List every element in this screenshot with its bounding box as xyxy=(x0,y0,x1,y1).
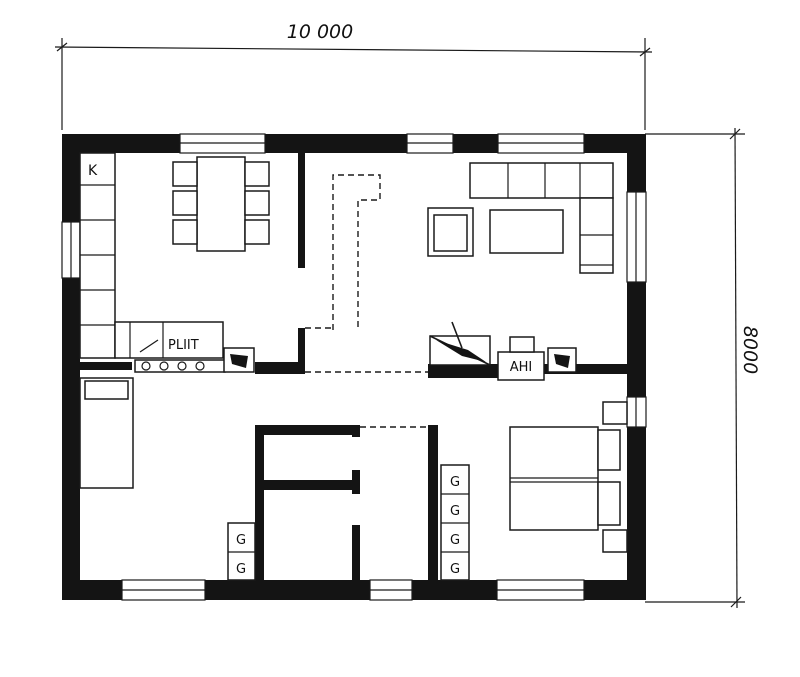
wardrobe-label: G xyxy=(450,533,460,548)
fridge-label: K xyxy=(88,163,98,179)
windows xyxy=(61,133,647,601)
coffee-table xyxy=(489,209,564,254)
width-dimension: 10 000 xyxy=(54,21,653,130)
single-bed-pillow xyxy=(84,380,129,400)
chair xyxy=(172,161,198,187)
kitchen: K PLIIT xyxy=(79,152,255,373)
stove-burners xyxy=(134,359,226,373)
width-dimension-label: 10 000 xyxy=(287,21,353,43)
kitchen-bottom-counter xyxy=(114,321,224,359)
chair xyxy=(172,190,198,216)
wardrobe-label: G xyxy=(236,533,246,548)
sofa xyxy=(469,162,614,199)
chair xyxy=(244,219,270,245)
exterior-walls xyxy=(62,134,646,600)
height-dimension-label: 8000 xyxy=(739,326,761,374)
dashed-outlines xyxy=(305,174,428,428)
armchair-seat xyxy=(433,214,468,252)
dining-table xyxy=(196,156,246,252)
chair xyxy=(244,190,270,216)
wardrobe-label: G xyxy=(450,475,460,490)
nightstand xyxy=(602,529,628,553)
pillow xyxy=(597,429,621,471)
wardrobe-label: G xyxy=(450,504,460,519)
left-bedroom: G G xyxy=(79,377,256,581)
nightstand xyxy=(602,401,628,425)
fireplace-top xyxy=(509,336,535,353)
right-bedroom: G G G G xyxy=(440,401,628,581)
chair xyxy=(172,219,198,245)
wardrobe-label: G xyxy=(236,562,246,577)
wardrobe-label: G xyxy=(450,562,460,577)
dining-table-set xyxy=(172,156,270,252)
pillow xyxy=(597,481,621,526)
fireplace-label: AHI xyxy=(510,360,533,375)
stove-label: PLIIT xyxy=(168,338,199,353)
fireplace xyxy=(497,351,545,381)
interior-walls xyxy=(80,153,627,580)
chair xyxy=(244,161,270,187)
living-room: AHI xyxy=(427,162,614,381)
height-dimension: 8000 xyxy=(645,127,761,609)
